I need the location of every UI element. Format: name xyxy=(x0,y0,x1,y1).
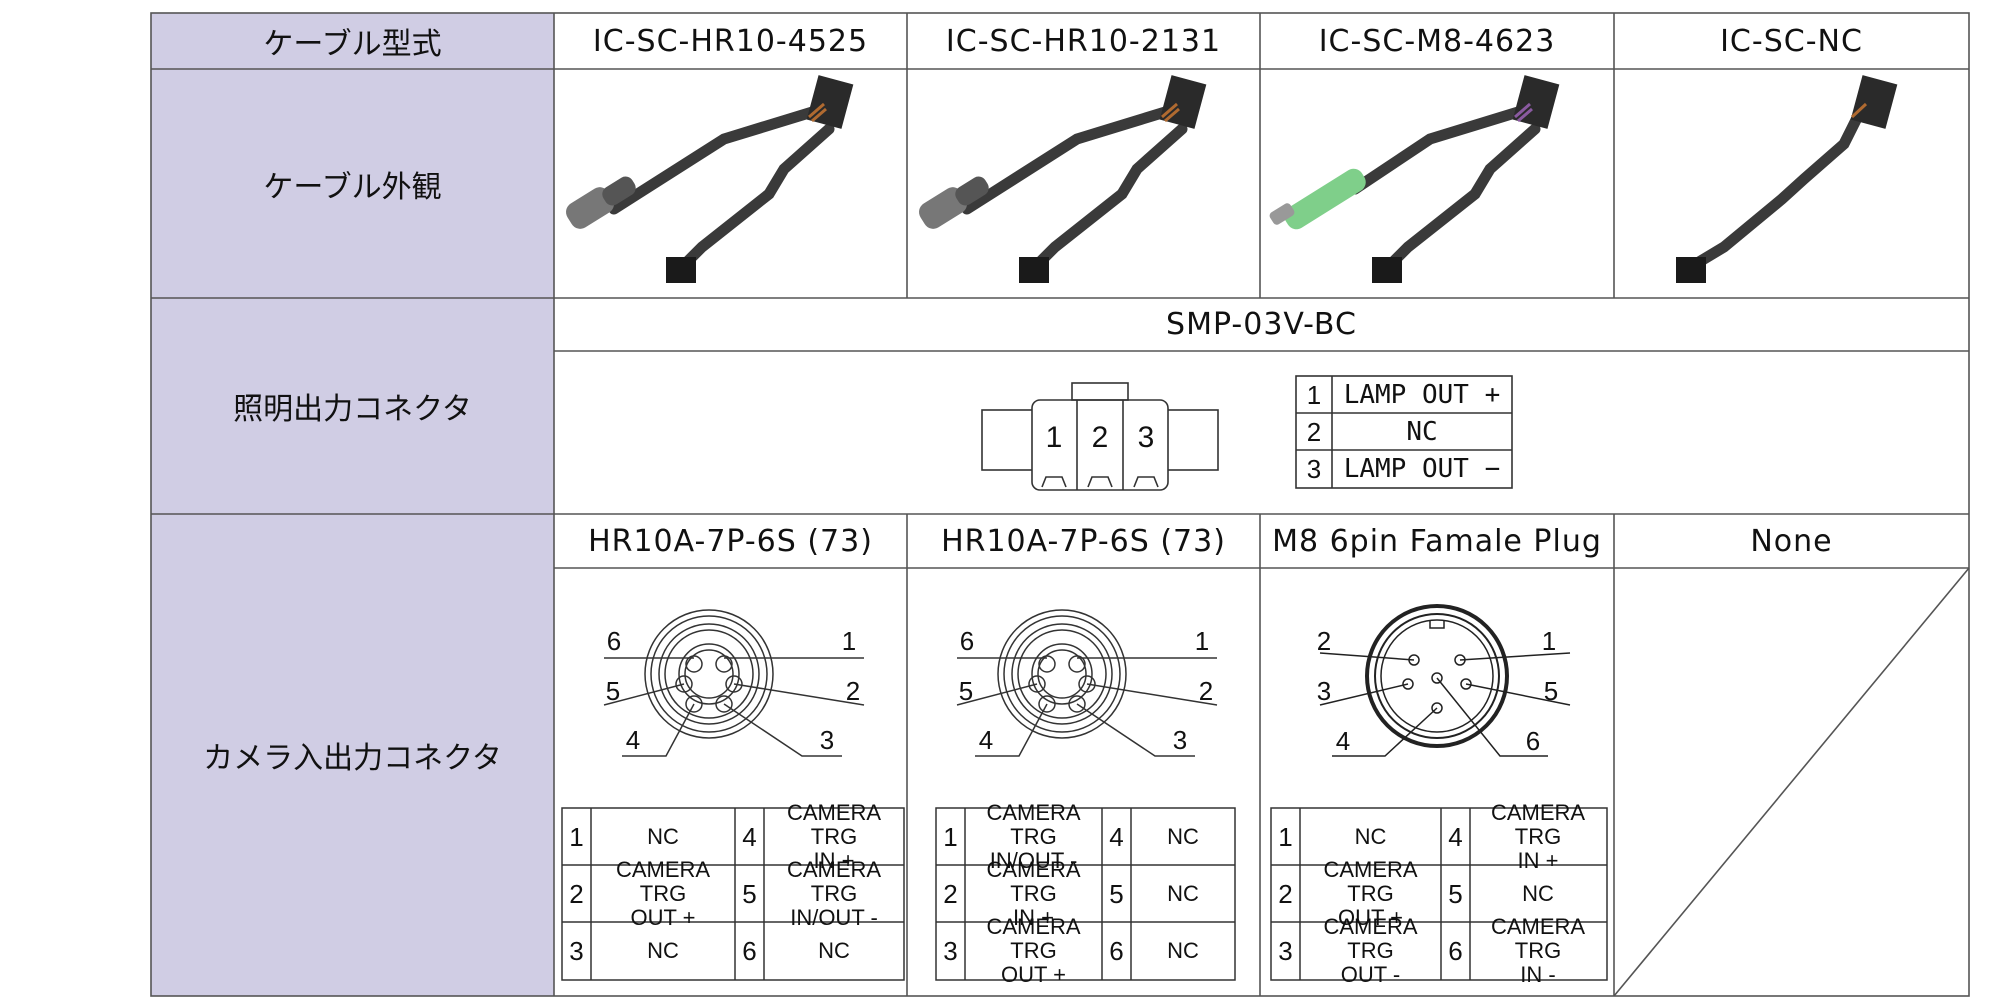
camera-connector-name: HR10A-7P-6S (73) xyxy=(588,523,873,559)
hr10-pin-label: 4 xyxy=(978,725,994,755)
hr10-pin-label: 4 xyxy=(625,725,641,755)
camera-pin-table xyxy=(1270,807,1608,981)
smp-pin-label: 2 xyxy=(1091,421,1109,454)
m8-pin-label: 2 xyxy=(1316,626,1332,656)
pin-signal: NC xyxy=(818,937,850,963)
hr10-pin-label: 6 xyxy=(959,626,975,656)
label-column-fill xyxy=(151,13,554,996)
pin-number: 6 xyxy=(1109,935,1124,966)
row-label-cable-model: ケーブル型式 xyxy=(263,27,442,62)
light-pin-signal: LAMP OUT − xyxy=(1343,453,1501,484)
model-header: IC-SC-NC xyxy=(1720,23,1863,59)
pin-number: 3 xyxy=(569,935,584,966)
pin-number: 1 xyxy=(1278,821,1293,852)
hr10-pin-label: 2 xyxy=(845,676,861,706)
m8-pin-label: 4 xyxy=(1335,726,1351,756)
pin-signal: NC xyxy=(1167,823,1199,849)
hr10-connector-diagram xyxy=(956,609,1218,757)
light-pin-signal: LAMP OUT + xyxy=(1343,379,1501,410)
pin-number: 5 xyxy=(1109,878,1124,909)
pin-signal: CAMERA TRG OUT + xyxy=(615,856,711,930)
pin-number: 3 xyxy=(1278,935,1293,966)
hr10-connector-diagram xyxy=(603,609,865,757)
camera-connector-name: M8 6pin Famale Plug xyxy=(1272,523,1602,559)
hr10-pin-label: 3 xyxy=(1172,725,1188,755)
light-connector-name: SMP-03V-BC xyxy=(1166,307,1357,342)
none-diagonal xyxy=(1613,567,1970,997)
pin-number: 4 xyxy=(1109,821,1124,852)
light-pin-signal: NC xyxy=(1406,416,1438,447)
hr10-pin-label: 6 xyxy=(606,626,622,656)
cable-image-m8 xyxy=(1269,75,1560,283)
pin-number: 1 xyxy=(569,821,584,852)
row-label-appearance: ケーブル外観 xyxy=(263,169,442,205)
camera-pin-table xyxy=(935,807,1236,981)
pin-signal: NC xyxy=(1354,823,1387,849)
pin-number: 3 xyxy=(943,935,958,966)
pin-number: 5 xyxy=(1448,878,1463,909)
light-pin-number: 3 xyxy=(1306,453,1322,484)
hr10-pin-label: 1 xyxy=(1194,626,1210,656)
pin-number: 6 xyxy=(742,935,757,966)
pin-signal: CAMERA TRG OUT + xyxy=(986,913,1081,987)
pin-signal: CAMERA TRG OUT - xyxy=(1323,913,1418,987)
m8-pin-label: 3 xyxy=(1316,676,1332,706)
pin-number: 5 xyxy=(742,878,757,909)
smp-pin-label: 3 xyxy=(1137,421,1155,454)
model-header: IC-SC-M8-4623 xyxy=(1318,23,1556,59)
hr10-pin-label: 5 xyxy=(958,676,974,706)
m8-pin-label: 1 xyxy=(1541,626,1557,656)
cable-image-hr10 xyxy=(566,75,854,283)
pin-number: 2 xyxy=(1278,878,1293,909)
pin-signal: NC xyxy=(647,937,679,963)
hr10-pin-label: 3 xyxy=(819,725,835,755)
row-label-camera-connector: カメラ入出力コネクタ xyxy=(203,741,502,776)
m8-pin-label: 6 xyxy=(1525,726,1541,756)
pin-signal: CAMERA TRG OUT + xyxy=(1323,856,1418,930)
light-pin-table xyxy=(1295,375,1513,489)
row-label-light-connector: 照明出力コネクタ xyxy=(233,392,472,427)
table-lines xyxy=(150,12,1970,997)
pin-signal: CAMERA TRG IN/OUT - xyxy=(786,856,882,930)
light-pin-number: 2 xyxy=(1306,416,1322,447)
pin-number: 2 xyxy=(569,878,584,909)
pin-number: 6 xyxy=(1448,935,1463,966)
pin-signal: NC xyxy=(1167,937,1199,963)
hr10-pin-label: 2 xyxy=(1198,676,1214,706)
hr10-pin-label: 1 xyxy=(841,626,857,656)
pin-number: 4 xyxy=(742,821,757,852)
pin-signal: CAMERA TRG IN - xyxy=(1490,913,1586,987)
pin-signal: NC xyxy=(1167,880,1199,906)
pin-number: 2 xyxy=(943,878,958,909)
pin-signal: NC xyxy=(647,823,679,849)
camera-connector-name: HR10A-7P-6S (73) xyxy=(941,523,1226,559)
pin-signal: NC xyxy=(1522,880,1554,906)
smp-pin-label: 1 xyxy=(1045,421,1063,454)
cable-image-hr10 xyxy=(919,75,1207,283)
pin-signal: CAMERA TRG IN + xyxy=(1490,799,1586,873)
m8-connector-diagram xyxy=(1319,604,1571,757)
model-header: IC-SC-HR10-4525 xyxy=(592,23,869,59)
camera-connector-name: None xyxy=(1750,523,1833,559)
hr10-pin-label: 5 xyxy=(605,676,621,706)
pin-number: 4 xyxy=(1448,821,1463,852)
light-pin-number: 1 xyxy=(1306,379,1322,410)
pin-number: 1 xyxy=(943,821,958,852)
m8-pin-label: 5 xyxy=(1543,676,1559,706)
camera-pin-table xyxy=(561,807,905,981)
smp-connector-icon xyxy=(981,382,1219,491)
cable-image-nc xyxy=(1676,75,1898,283)
model-header: IC-SC-HR10-2131 xyxy=(945,23,1222,59)
